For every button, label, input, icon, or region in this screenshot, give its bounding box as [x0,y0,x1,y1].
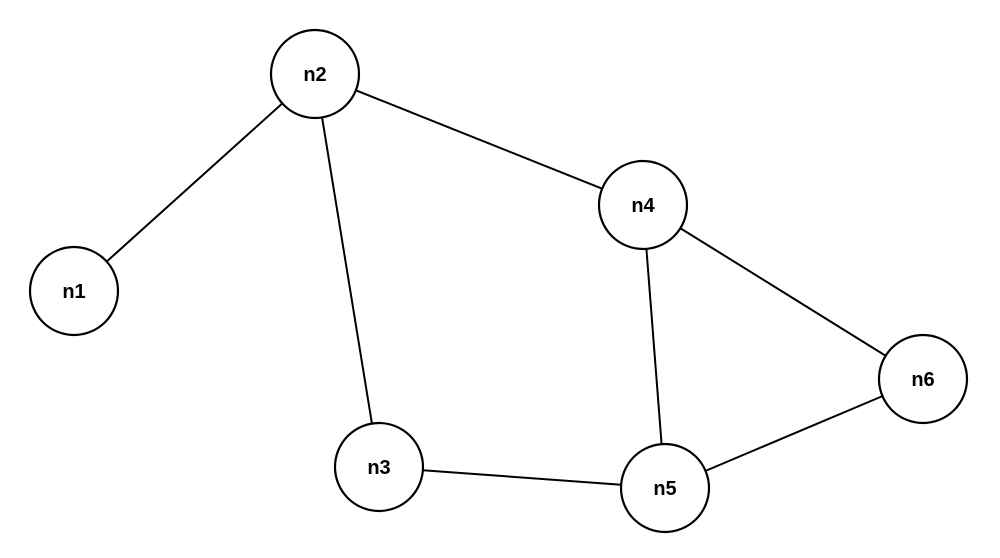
graph-node-n5[interactable]: n5 [619,442,711,534]
graph-node-circle-n3[interactable] [333,421,425,513]
graph-node-label-n1: n1 [62,281,85,303]
edge-layer [105,89,887,486]
graph-node-circle-n4[interactable] [597,159,689,251]
graph-node-label-n6: n6 [911,369,934,391]
graph-node-n1[interactable]: n1 [28,245,120,337]
graph-node-n4[interactable]: n4 [597,159,689,251]
graph-node-circle-n6[interactable] [877,333,969,425]
graph-node-label-n3: n3 [367,457,390,479]
graph-node-n2[interactable]: n2 [269,28,361,120]
graph-edge-n2-n3 [321,116,373,425]
graph-edge-n2-n4 [354,89,604,190]
graph-edge-n4-n5 [645,247,663,446]
graph-edge-n4-n6 [679,227,887,357]
graph-edge-n3-n5 [421,469,623,486]
graph-node-label-n5: n5 [653,478,676,500]
graph-node-n6[interactable]: n6 [877,333,969,425]
graph-node-label-n4: n4 [631,195,655,217]
graph-node-circle-n2[interactable] [269,28,361,120]
graph-edge-n5-n6 [704,395,884,472]
graph-node-circle-n5[interactable] [619,442,711,534]
node-layer: n1 n2 n3 n4 n5 n6 [28,28,969,534]
graph-edge-n1-n2 [105,102,284,263]
graph-node-circle-n1[interactable] [28,245,120,337]
graph-node-n3[interactable]: n3 [333,421,425,513]
graph-node-label-n2: n2 [303,64,326,86]
